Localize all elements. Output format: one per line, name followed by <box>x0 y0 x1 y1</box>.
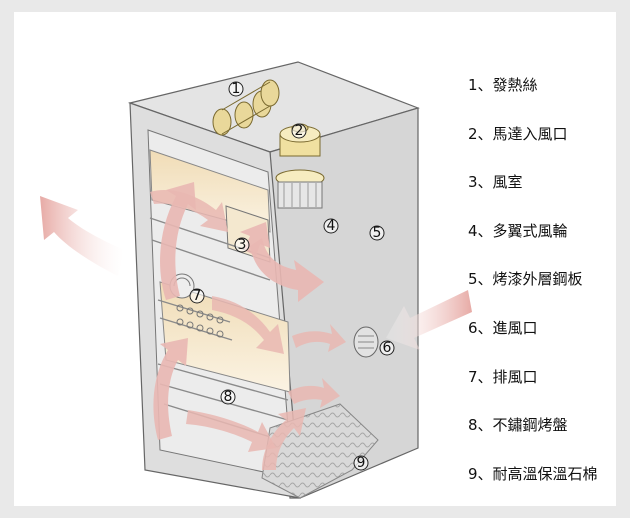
callout-8: 8 <box>220 389 236 405</box>
arrow-up-left <box>160 182 196 300</box>
callout-1: 1 <box>228 81 244 97</box>
arrow-bottom-up <box>262 408 306 470</box>
callout-5: 5 <box>369 225 385 241</box>
arrow-curve-top <box>150 190 228 232</box>
heater-coils <box>212 79 280 136</box>
arrow-right-lower <box>288 378 340 408</box>
motor <box>275 123 325 209</box>
svg-text:8: 8 <box>224 389 233 405</box>
legend-item-intake-vent: 6、進風口 <box>468 318 538 337</box>
arrow-mid-lower <box>212 296 284 354</box>
intake-vent <box>353 326 379 358</box>
legend: 1、發熱絲 2、馬達入風口 3、風室 4、多翼式風輪 5、烤漆外層鋼板 6、進風… <box>468 74 618 511</box>
legend-item-exhaust-vent: 7、排風口 <box>468 367 538 386</box>
callout-2: 2 <box>291 123 307 139</box>
svg-text:5: 5 <box>373 225 382 241</box>
callout-7: 7 <box>189 288 205 304</box>
svg-text:1: 1 <box>232 81 241 97</box>
callout-4: 4 <box>323 218 339 234</box>
svg-text:4: 4 <box>327 218 336 234</box>
callout-6: 6 <box>379 340 395 356</box>
legend-item-heater-wire: 1、發熱絲 <box>468 76 538 94</box>
exit-arrow-left <box>40 196 124 276</box>
legend-item-air-chamber: 3、風室 <box>468 173 523 192</box>
arrow-to-vent <box>292 324 346 352</box>
callout-9: 9 <box>353 455 369 471</box>
legend-item-steel-tray: 8、不鏽鋼烤盤 <box>468 416 568 435</box>
arrow-bottom-flow <box>186 410 276 452</box>
svg-text:3: 3 <box>238 237 247 253</box>
svg-text:6: 6 <box>383 340 392 356</box>
callout-3: 3 <box>234 237 250 253</box>
intake-arrow-right <box>386 290 472 350</box>
legend-item-motor-inlet: 2、馬達入風口 <box>468 124 568 143</box>
airflow-arrows <box>40 182 472 470</box>
legend-item-insulation: 9、耐高溫保溫石棉 <box>468 464 598 483</box>
arrow-mid-right <box>250 238 324 302</box>
legend-item-fan-wheel: 4、多翼式風輪 <box>468 221 568 240</box>
svg-text:2: 2 <box>295 123 304 139</box>
callout-markers: 1 2 3 4 5 6 7 8 9 <box>189 81 395 471</box>
arrow-lower-left <box>153 338 188 440</box>
legend-item-outer-panel: 5、烤漆外層鋼板 <box>468 270 583 289</box>
svg-text:9: 9 <box>357 455 366 471</box>
svg-text:7: 7 <box>193 288 202 304</box>
